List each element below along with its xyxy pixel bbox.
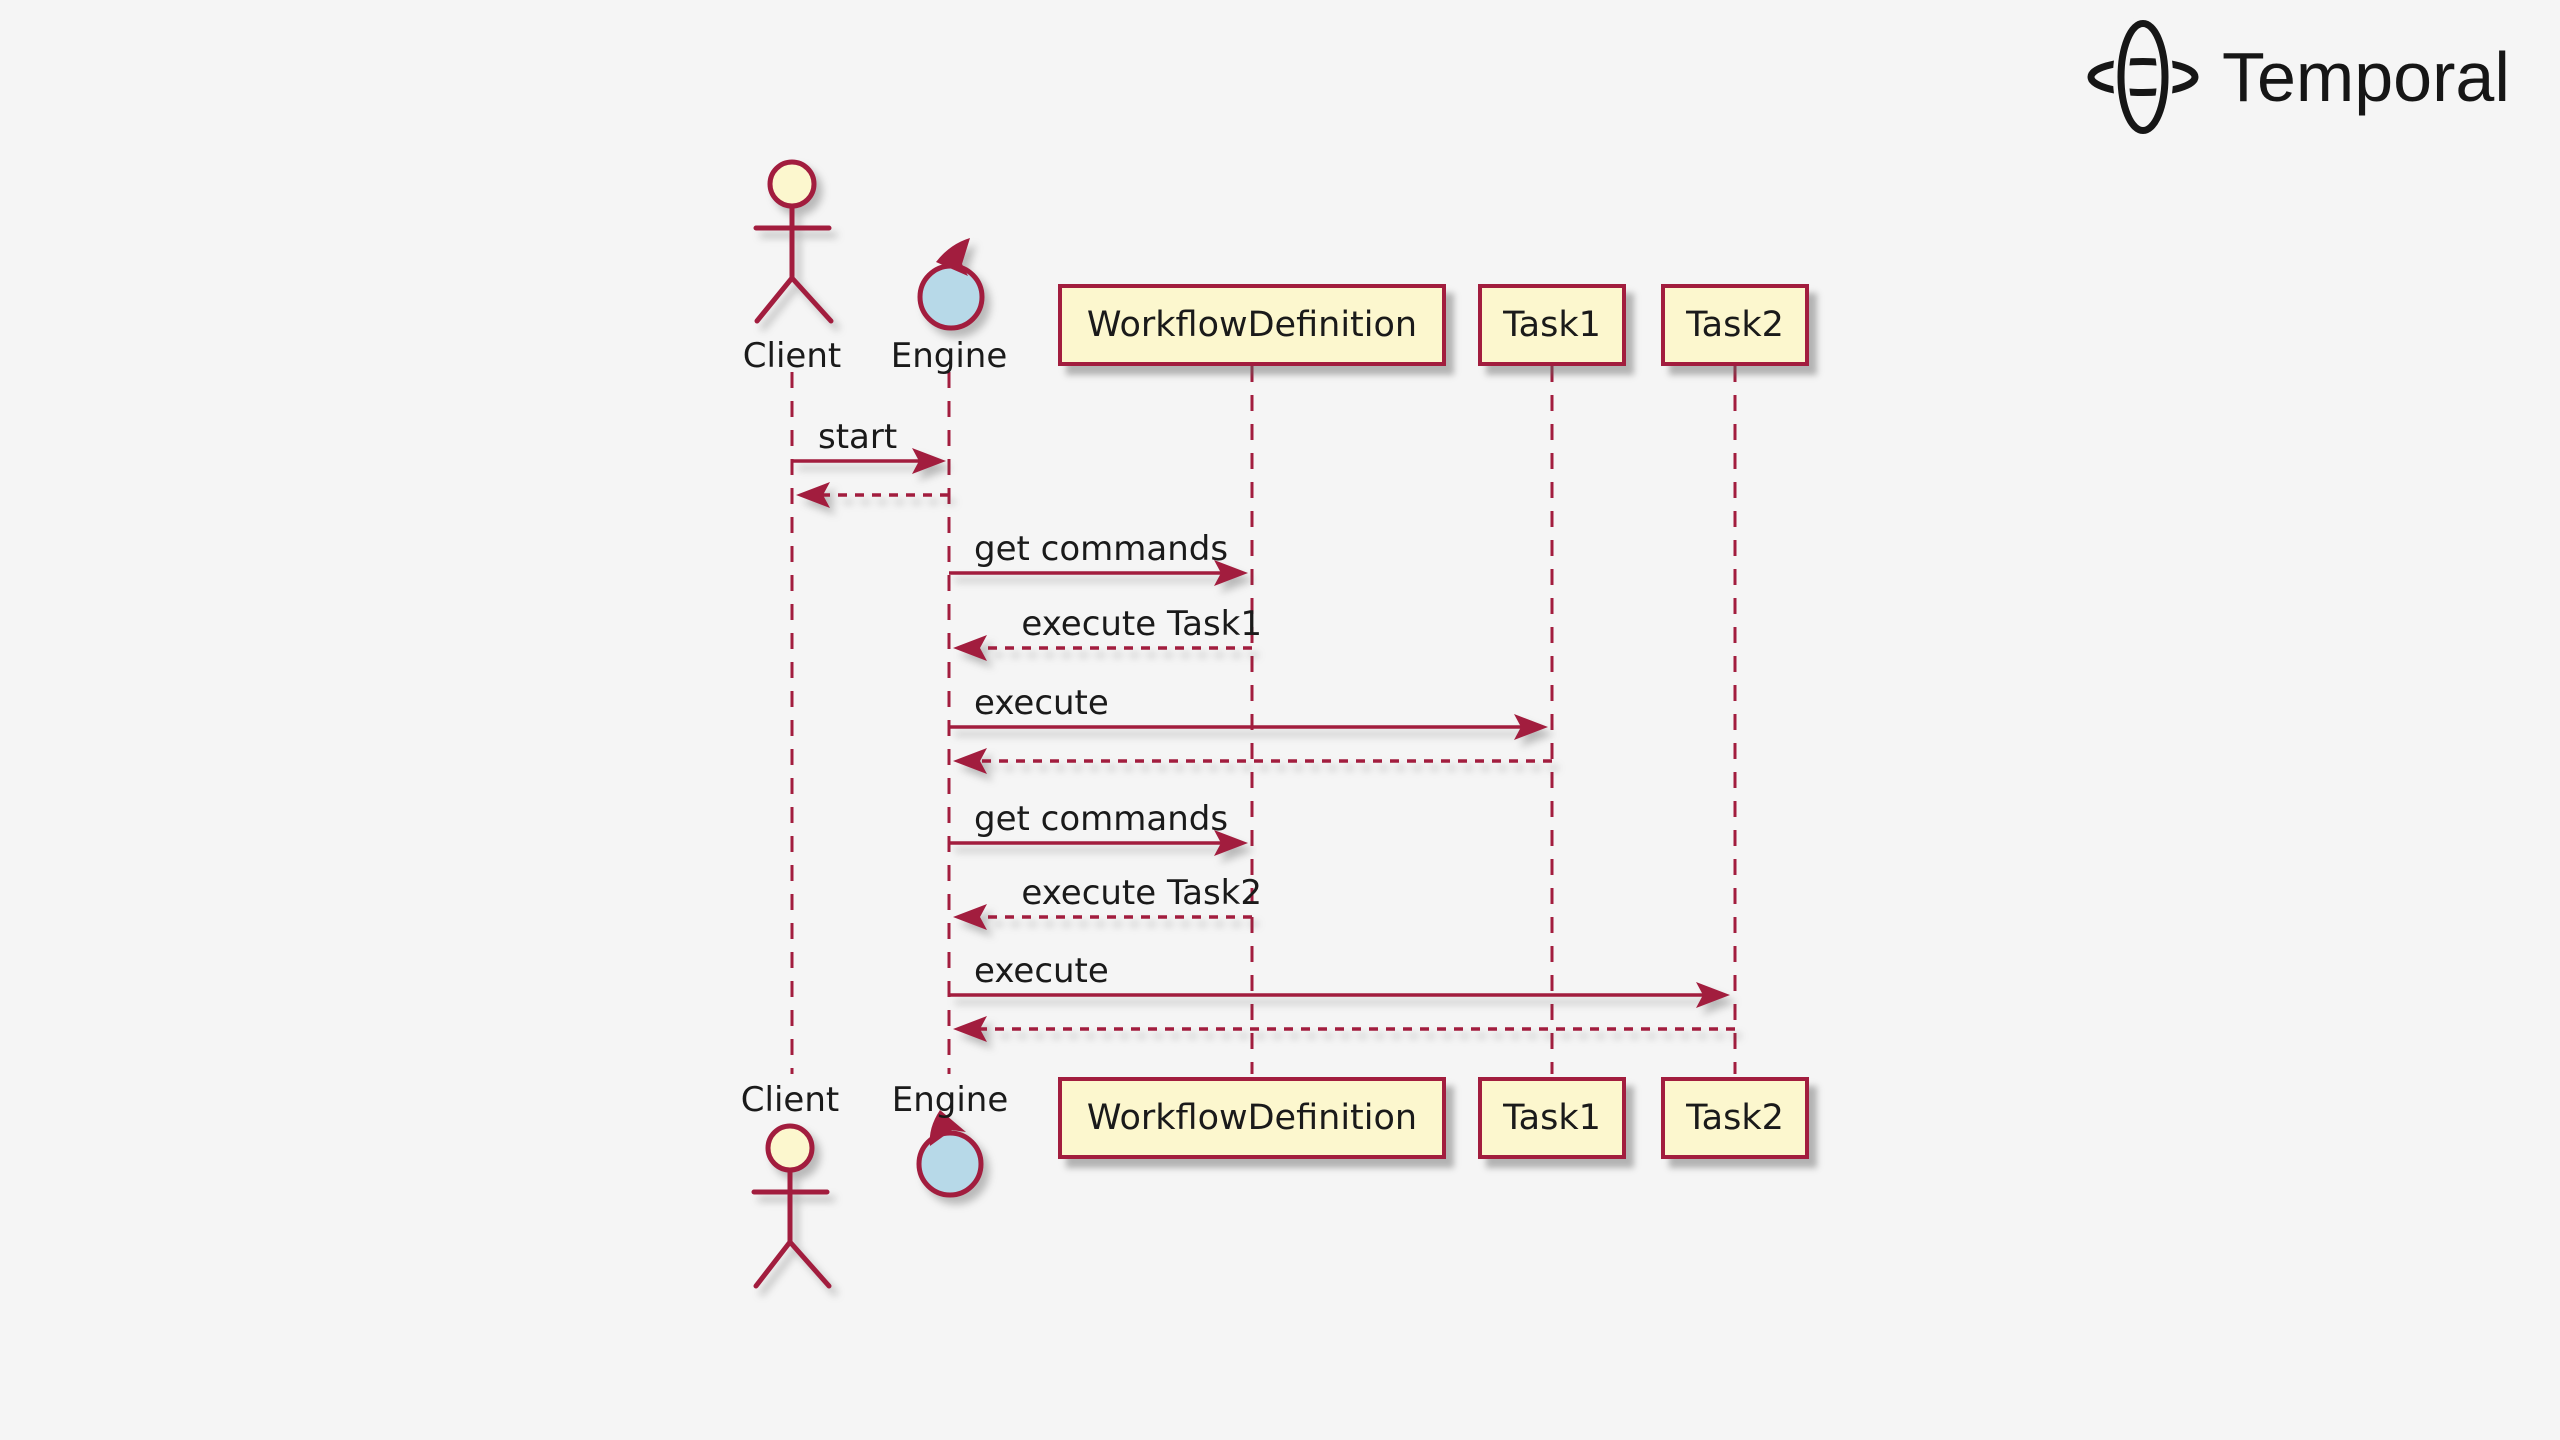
client-actor-icon-top: [753, 159, 834, 324]
actor-label-engine-bottom: Engine: [891, 1080, 1009, 1120]
arrowhead-right: [1514, 714, 1548, 740]
participant-box-workflowdefinition-top: WorkflowDefinition: [1058, 284, 1446, 366]
message-label-execute-task2: execute Task2: [1021, 873, 1262, 913]
participant-label: Task2: [1686, 305, 1784, 345]
arrowhead-left: [953, 635, 987, 661]
participant-label: WorkflowDefinition: [1086, 305, 1418, 345]
arrowhead-right: [1214, 560, 1248, 586]
participant-label: Task1: [1503, 1098, 1601, 1138]
message-label-get-commands-1: get commands: [974, 529, 1229, 569]
arrowhead-left: [953, 748, 987, 774]
participant-box-task2-top: Task2: [1661, 284, 1809, 366]
participant-label: WorkflowDefinition: [1086, 1098, 1418, 1138]
participant-label: Task2: [1686, 1098, 1784, 1138]
temporal-wordmark: Temporal: [2222, 38, 2510, 116]
participant-box-task2-bottom: Task2: [1661, 1077, 1809, 1159]
temporal-mark-icon: [2087, 15, 2199, 139]
arrowhead-left: [953, 904, 987, 930]
arrowhead-right: [1214, 830, 1248, 856]
message-label-execute-1: execute: [974, 683, 1109, 723]
participant-box-workflowdefinition-bottom: WorkflowDefinition: [1058, 1077, 1446, 1159]
message-label-execute-2: execute: [974, 951, 1109, 991]
arrowhead-left: [796, 482, 830, 508]
arrowhead-left: [953, 1016, 987, 1042]
actor-label-engine-top: Engine: [890, 336, 1008, 376]
message-label-execute-task1: execute Task1: [1021, 604, 1262, 644]
participant-box-task1-top: Task1: [1478, 284, 1626, 366]
actor-label-client-top: Client: [742, 336, 842, 376]
client-actor-icon-bottom: [751, 1123, 832, 1289]
participant-label: Task1: [1503, 305, 1601, 345]
message-label-start: start: [818, 417, 898, 457]
engine-control-icon-top: [917, 238, 985, 331]
message-label-get-commands-2: get commands: [974, 799, 1229, 839]
actor-label-client-bottom: Client: [740, 1080, 840, 1120]
engine-control-icon-bottom: [916, 1110, 984, 1198]
message-arrows: [792, 448, 1735, 1042]
participant-box-task1-bottom: Task1: [1478, 1077, 1626, 1159]
lifelines: [790, 366, 1737, 1074]
arrowhead-right: [1696, 982, 1730, 1008]
arrowhead-right: [912, 448, 946, 474]
